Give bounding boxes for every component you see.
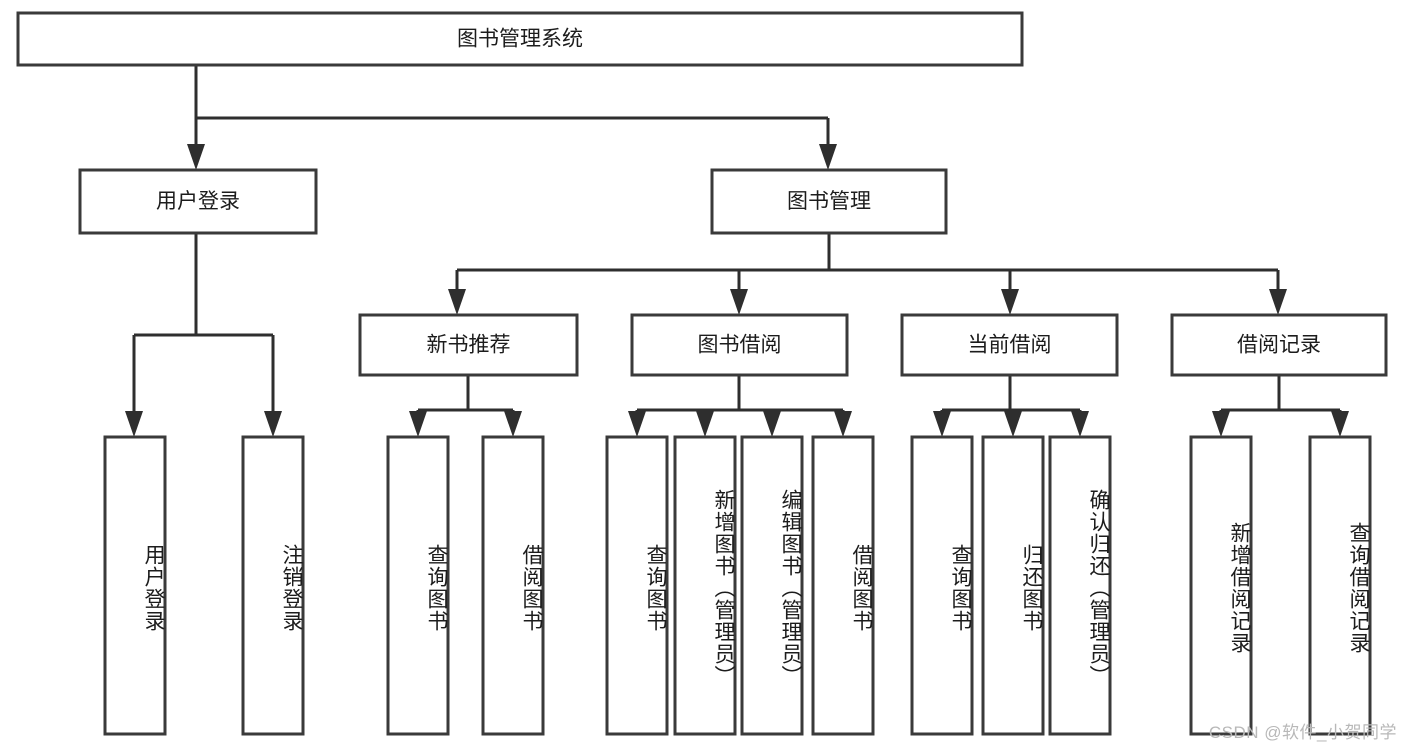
root-node-label: 图书管理系统 xyxy=(457,28,583,51)
arrow-head-icon xyxy=(1071,411,1089,437)
node-book-borrow-label: 图书借阅 xyxy=(698,334,782,357)
arrow-head-icon xyxy=(730,289,748,315)
node-leaf-query-record-box[interactable] xyxy=(1308,435,1372,736)
arrow-head-icon xyxy=(409,411,427,437)
arrow-head-icon xyxy=(1001,289,1019,315)
node-current-borrow-label: 当前借阅 xyxy=(968,334,1052,357)
node-user-login-box[interactable] xyxy=(78,168,318,235)
connectors-layer xyxy=(125,65,1349,437)
arrow-head-icon xyxy=(125,411,143,437)
arrow-head-icon xyxy=(504,411,522,437)
arrow-head-icon xyxy=(1004,411,1022,437)
node-leaf-logout-box[interactable] xyxy=(241,435,305,736)
arrow-head-icon xyxy=(1331,411,1349,437)
node-leaf-confirm-return-box[interactable] xyxy=(1048,435,1112,736)
arrow-head-icon xyxy=(448,289,466,315)
node-book-borrow-box[interactable] xyxy=(630,313,849,377)
node-leaf-add-record-box[interactable] xyxy=(1189,435,1253,736)
node-user-login-label: 用户登录 xyxy=(156,190,240,213)
watermark-text: CSDN @软件_小贺同学 xyxy=(1208,723,1397,742)
node-leaf-add-book-box[interactable] xyxy=(673,435,737,736)
node-leaf-borrow-book-box[interactable] xyxy=(811,435,875,736)
node-book-manage-box[interactable] xyxy=(710,168,948,235)
arrow-head-icon xyxy=(264,411,282,437)
arrow-head-icon xyxy=(1269,289,1287,315)
node-leaf-user-login-box[interactable] xyxy=(103,435,167,736)
root-node-box[interactable] xyxy=(16,11,1024,67)
node-new-book-rec-box[interactable] xyxy=(358,313,579,377)
node-current-borrow-box[interactable] xyxy=(900,313,1119,377)
node-leaf-query-book-borrow-box[interactable] xyxy=(605,435,669,736)
boxes-layer xyxy=(16,11,1388,736)
node-leaf-query-book-rec-box[interactable] xyxy=(386,435,450,736)
arrow-head-icon xyxy=(696,411,714,437)
node-leaf-return-book-box[interactable] xyxy=(981,435,1045,736)
arrow-head-icon xyxy=(819,144,837,170)
node-borrow-record-label: 借阅记录 xyxy=(1237,334,1321,357)
node-borrow-record-box[interactable] xyxy=(1170,313,1388,377)
node-leaf-query-book-cur-box[interactable] xyxy=(910,435,974,736)
arrow-head-icon xyxy=(933,411,951,437)
node-leaf-borrow-book-rec-box[interactable] xyxy=(481,435,545,736)
node-new-book-rec-label: 新书推荐 xyxy=(427,334,511,357)
arrow-head-icon xyxy=(763,411,781,437)
arrow-head-icon xyxy=(187,144,205,170)
node-leaf-edit-book-box[interactable] xyxy=(740,435,804,736)
node-book-manage-label: 图书管理 xyxy=(787,190,871,213)
arrow-head-icon xyxy=(834,411,852,437)
arrow-head-icon xyxy=(1212,411,1230,437)
arrow-head-icon xyxy=(628,411,646,437)
